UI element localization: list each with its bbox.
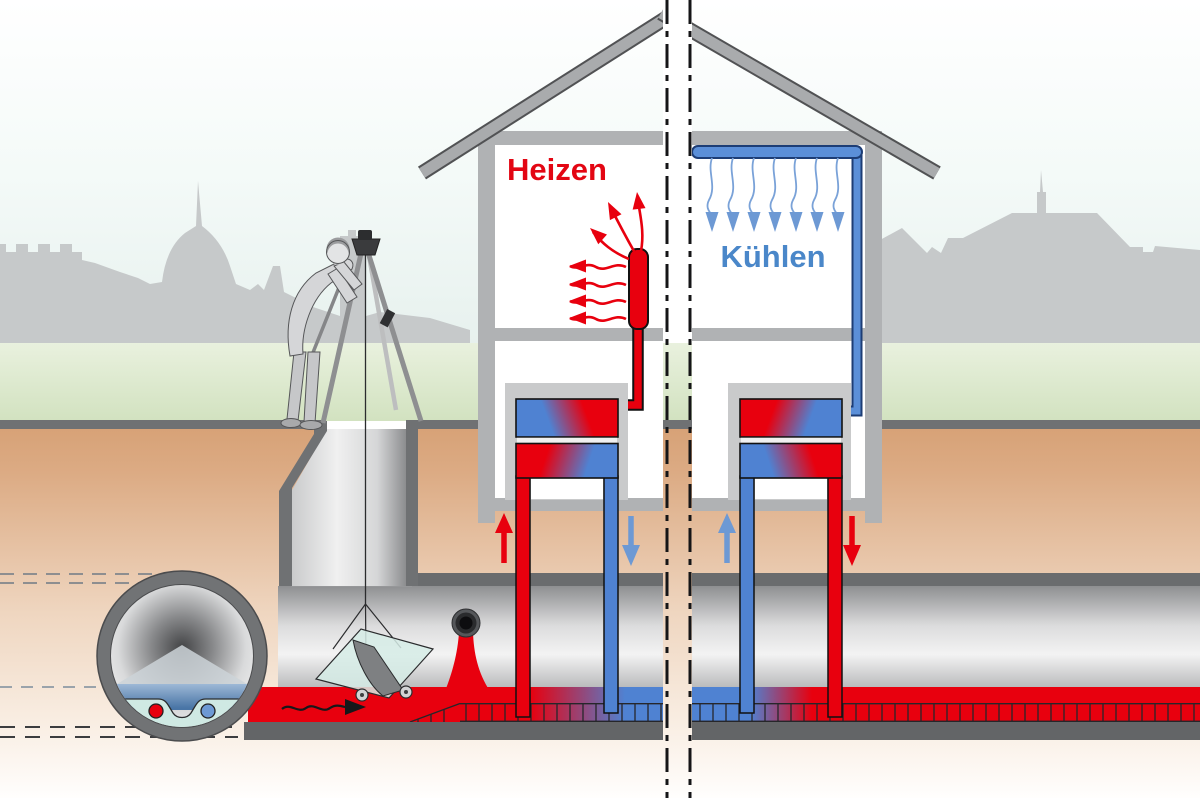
section-break — [663, 0, 692, 798]
fin-ramp-ticks — [417, 709, 445, 722]
manhole-shaft — [0, 420, 1200, 586]
return-pipe-dot — [200, 703, 216, 719]
surveyor — [280, 237, 363, 430]
surveyor-shoe-front — [299, 420, 323, 430]
roof-left — [419, 8, 677, 178]
house-wall-right — [865, 131, 882, 523]
house-wall-left — [478, 131, 495, 523]
tripod-winch — [358, 230, 372, 240]
radiator — [628, 248, 649, 330]
warm-return-pipe-right — [827, 475, 843, 718]
sewer-bottom-wall — [244, 722, 1200, 740]
flow-arrow-head — [345, 699, 366, 715]
unit-divider-left — [517, 437, 617, 444]
cold-down-arrow-head — [622, 545, 640, 566]
flow-arrow — [281, 699, 366, 715]
ground-surface-left — [0, 420, 326, 429]
surveyor-arm-lower — [327, 267, 358, 304]
warm-riser-pipe-left — [515, 475, 531, 718]
tripod-leg-right — [364, 248, 424, 422]
fin-ramp — [409, 702, 461, 723]
module-channel — [352, 639, 404, 697]
roof-right — [658, 8, 940, 178]
mid-floor-left — [495, 328, 664, 341]
condenser-left — [515, 398, 619, 438]
inlet-discharge-stream — [444, 633, 492, 700]
flow-arrow-wave — [281, 704, 346, 711]
surveyor-face — [327, 243, 349, 265]
ground-surface-right — [882, 420, 1200, 429]
cool-air-arrowheads — [705, 212, 845, 232]
city-skyline — [0, 170, 1200, 350]
skyline-left-silhouette — [0, 181, 470, 350]
soil-arrows-left — [495, 513, 640, 566]
warm-down-arrow-head — [843, 545, 861, 566]
heat-pump-left — [495, 383, 640, 718]
tripod-leg-clamp — [379, 309, 396, 328]
condenser-right — [739, 398, 843, 438]
ceiling-left — [478, 131, 664, 145]
warm-up-arrow-head — [495, 513, 513, 533]
sewer-top-wall-left — [412, 573, 664, 586]
heating-label: Heizen — [507, 152, 607, 187]
tripod-leg-back — [365, 249, 399, 411]
evaporator-left — [515, 442, 619, 479]
cold-return-pipe-left — [603, 475, 619, 714]
sewer-cross-section — [96, 570, 268, 742]
fin-base-line — [460, 720, 1200, 723]
pipe-loop-gap-left — [531, 478, 603, 499]
heat-exchanger-module — [314, 603, 435, 702]
unit-divider-right — [741, 437, 841, 444]
break-gap-surface — [663, 420, 692, 429]
cool-air-waves — [706, 157, 840, 215]
cooling-ceiling-panel — [691, 145, 863, 159]
inlet-pipe — [444, 608, 492, 700]
surveyor-scene — [280, 230, 435, 702]
roof — [417, 6, 941, 180]
cold-up-arrow-head — [718, 513, 736, 533]
pipe-loop-gap-right — [755, 478, 827, 499]
supply-pipe-dot — [148, 703, 164, 719]
module-roller-left-hub — [360, 693, 364, 697]
sewer-top-wall-right — [691, 573, 1200, 586]
level-reference-lines — [0, 573, 238, 738]
skyline-right-silhouette — [880, 170, 1200, 350]
heating-room: Heizen — [507, 152, 649, 411]
shaft-wall-right — [406, 421, 418, 586]
tripod-head — [351, 238, 381, 256]
ground-surface-mid — [406, 420, 478, 429]
ceiling-right — [691, 131, 882, 145]
cold-riser-pipe-right — [739, 475, 755, 714]
heat-pump-right — [718, 383, 861, 718]
inlet-pipe-bore — [459, 616, 473, 630]
heat-wave-arrowheads — [569, 192, 646, 325]
mid-floor-right — [691, 328, 865, 341]
shaft-interior — [292, 429, 406, 586]
cooling-label: Kühlen — [720, 239, 825, 274]
soil-arrows-right — [718, 513, 861, 566]
tripod — [310, 230, 424, 424]
evaporator-right — [739, 442, 843, 479]
module-roller-right-hub — [404, 690, 408, 694]
surveyor-head-outline — [326, 240, 350, 264]
pipe-floor-wedge — [112, 645, 252, 691]
shaft-wall-left — [279, 421, 327, 586]
surveyor-shoe-back — [280, 418, 302, 428]
